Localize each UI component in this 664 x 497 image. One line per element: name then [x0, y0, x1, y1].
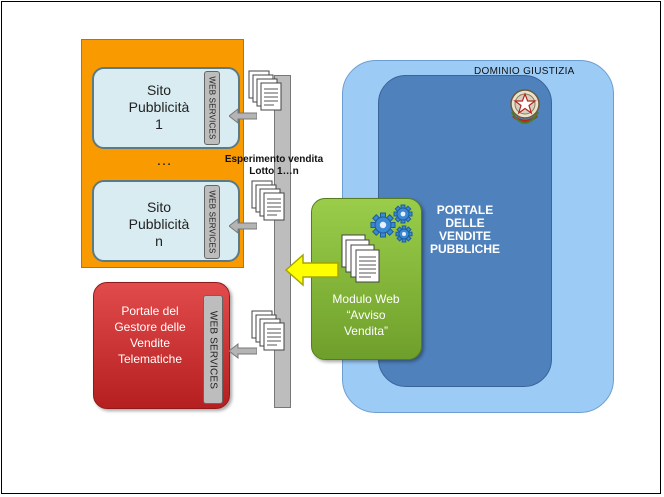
left-arrow-icon [229, 218, 257, 234]
document-stack-icon [341, 234, 381, 288]
sito-pubblicita-1-label: Sito Pubblicità 1 [128, 82, 190, 132]
left-arrow-icon [284, 253, 340, 287]
left-arrow-icon [229, 108, 257, 124]
document-stack-icon [251, 310, 287, 356]
modulo-web-label: Modulo Web “Avviso Vendita” [332, 292, 400, 338]
sito-pubblicita-1-box: Sito Pubblicità 1 WEB SERVICES [92, 67, 240, 149]
document-stack-icon [248, 70, 284, 116]
sito-1-web-services-label: WEB SERVICES [207, 76, 217, 140]
gestore-web-services-label: WEB SERVICES [207, 310, 219, 389]
sites-ellipsis: … [156, 152, 175, 169]
sito-pubblicita-n-box: Sito Pubblicità n WEB SERVICES [92, 180, 240, 262]
gestore-web-services-bar: WEB SERVICES [203, 295, 223, 404]
gears-icon [370, 203, 414, 245]
portale-vendite-label: PORTALE DELLE VENDITE PUBBLICHE [429, 203, 500, 256]
document-stack-icon [251, 180, 287, 226]
emblem-icon [509, 86, 541, 130]
sito-n-web-services-bar: WEB SERVICES [204, 185, 220, 259]
bus-caption: Esperimento vendita Lotto 1…n [224, 154, 324, 177]
gestore-vendite-label: Portale del Gestore delle Vendite Telema… [114, 304, 186, 366]
sito-pubblicita-n-label: Sito Pubblicità n [128, 199, 190, 249]
left-arrow-icon [229, 343, 257, 359]
sito-n-web-services-label: WEB SERVICES [207, 190, 217, 254]
dominio-giustizia-label: DOMINIO GIUSTIZIA [474, 66, 575, 77]
communication-bus [274, 75, 291, 408]
sito-1-web-services-bar: WEB SERVICES [204, 71, 220, 145]
gestore-vendite-box: Portale del Gestore delle Vendite Telema… [93, 282, 230, 409]
